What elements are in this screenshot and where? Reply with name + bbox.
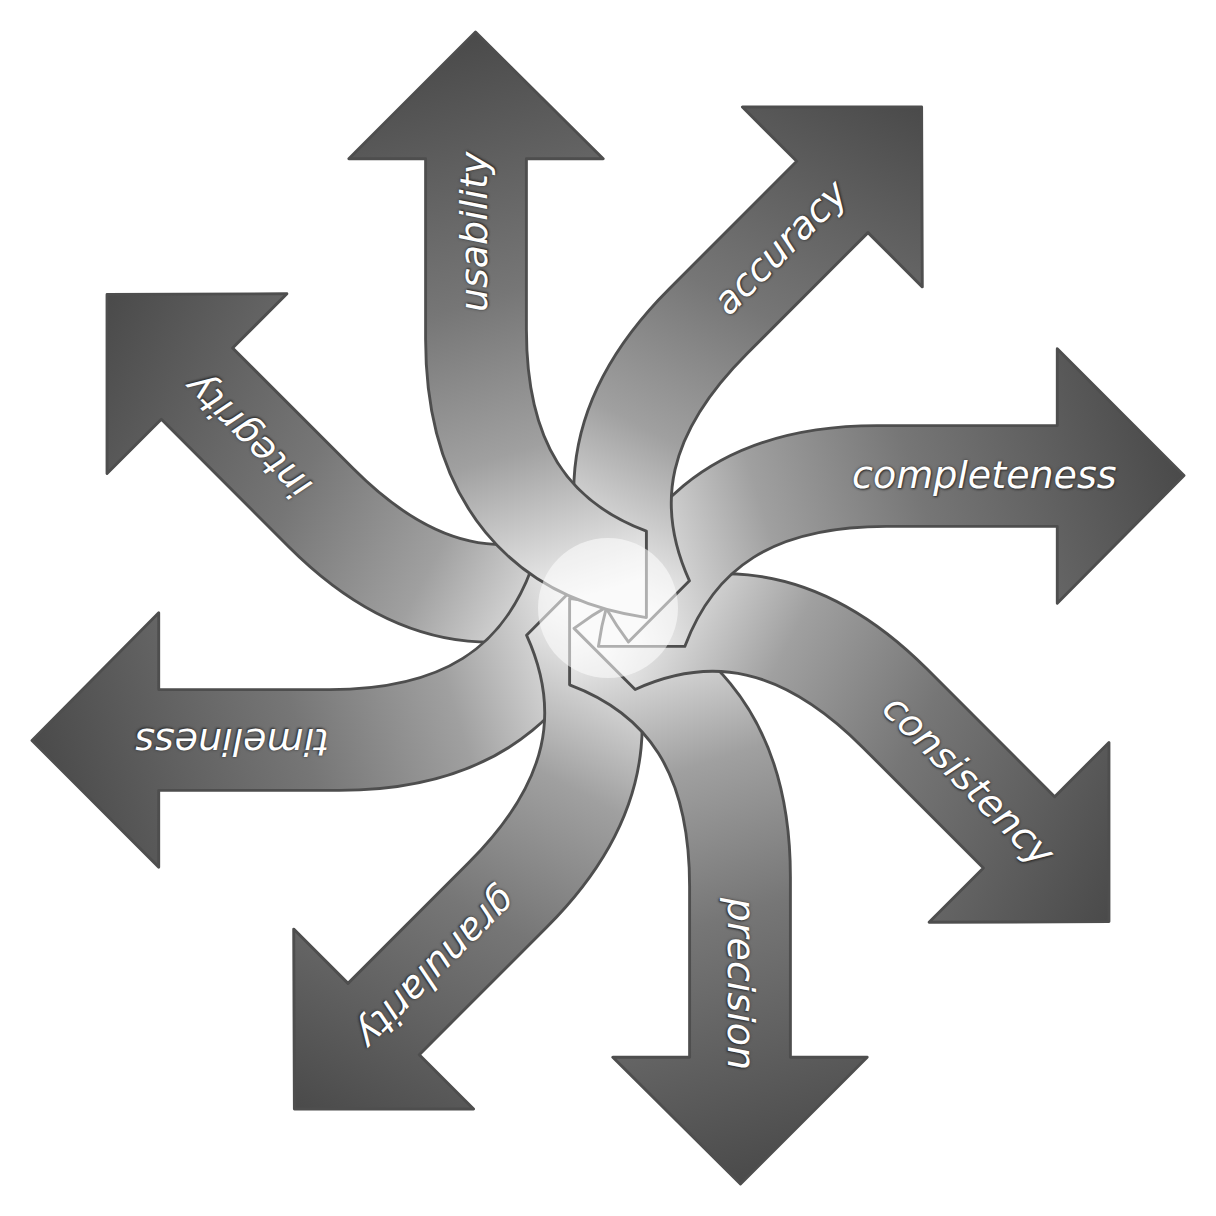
arrow-label: completeness	[846, 453, 1123, 499]
arrow-label: granularity	[341, 874, 529, 1062]
arrow-label: timeliness	[129, 718, 335, 764]
arrow-label: usability	[453, 146, 499, 318]
center-glow	[538, 538, 678, 678]
arrow-node: granularity	[341, 874, 529, 1062]
arrow-label: accuracy	[699, 167, 861, 329]
arrow-label: consistency	[868, 681, 1067, 880]
arrow-node: integrity	[171, 358, 325, 512]
arrow-node: usability	[453, 146, 499, 318]
arrow-group	[17, 17, 1198, 1198]
arrow-node: precision	[718, 892, 764, 1076]
arrow-node: consistency	[868, 681, 1067, 880]
arrow-node: accuracy	[699, 167, 861, 329]
arrow-label: precision	[718, 892, 764, 1076]
arrow-label: integrity	[171, 358, 325, 512]
curved-arrow	[349, 32, 647, 618]
arrow-node: timeliness	[129, 718, 335, 764]
arrow-node: completeness	[846, 453, 1123, 499]
